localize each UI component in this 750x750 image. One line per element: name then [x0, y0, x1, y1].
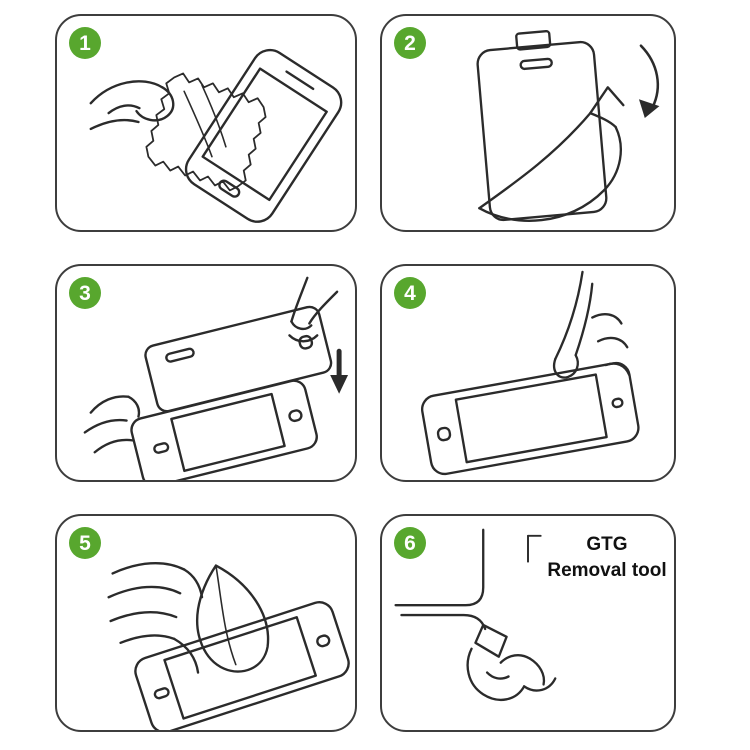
step-6-number: 6 [404, 531, 416, 555]
step-panel-3: 3 [55, 264, 357, 482]
wiping-hand-icon [107, 561, 204, 674]
step-1-number-badge: 1 [69, 27, 101, 59]
step-panel-4: 4 [380, 264, 676, 482]
supporting-hand-icon [83, 395, 141, 454]
step-2-number-badge: 2 [394, 27, 426, 59]
pinching-hand-icon [288, 276, 339, 343]
step-5-number-badge: 5 [69, 527, 101, 559]
step-panel-5: 5 [55, 514, 357, 732]
pressing-finger-icon [553, 270, 631, 379]
step-1-number: 1 [79, 31, 91, 55]
press-screen-illustration [420, 270, 640, 476]
glass-protector-icon [476, 29, 608, 222]
curved-arrow-icon [638, 44, 660, 119]
step-panel-6: 6 GTG Removal tool [380, 514, 676, 732]
holding-fingers-icon [466, 647, 557, 702]
peel-film-illustration [476, 29, 660, 222]
removal-tool-label: GTG Removal tool [538, 532, 676, 583]
step-6-number-badge: 6 [394, 527, 426, 559]
removal-tool-label-line2: Removal tool [547, 559, 667, 581]
place-protector-illustration [83, 276, 349, 480]
glass-protector-icon [144, 305, 333, 413]
step-3-number: 3 [79, 281, 91, 305]
step-4-number: 4 [404, 281, 416, 305]
phone-icon [134, 601, 350, 730]
removal-tool-icon [474, 623, 508, 658]
removal-tool-illustration [394, 528, 557, 702]
step-panel-1: 1 [55, 14, 357, 232]
label-pointer-line [527, 534, 542, 563]
phone-icon [184, 48, 343, 223]
phone-icon [130, 379, 318, 480]
step-2-number: 2 [404, 31, 416, 55]
wipe-screen-illustration [89, 48, 343, 223]
peeling-film-icon [478, 86, 625, 222]
step-4-number-badge: 4 [394, 277, 426, 309]
hand-icon [89, 80, 175, 131]
polishing-cloth-icon [196, 564, 270, 673]
removal-tool-label-line1: GTG [586, 534, 628, 555]
smooth-cloth-illustration [107, 561, 350, 730]
step-3-number-badge: 3 [69, 277, 101, 309]
step-5-number: 5 [79, 531, 91, 555]
down-arrow-icon [330, 348, 349, 394]
cleaning-cloth-icon [145, 72, 267, 192]
phone-icon [420, 361, 640, 476]
step-panel-2: 2 [380, 14, 676, 232]
